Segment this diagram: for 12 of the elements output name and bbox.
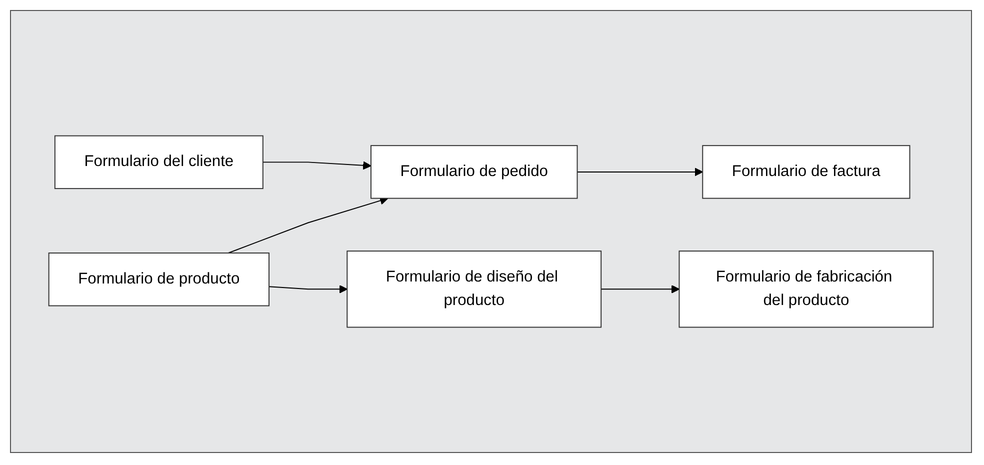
diagram-background: Formulario del cliente Formulario de pedido Formulario de factura Formulario de producto Formulario de diseño del producto Formulario de fabricación del producto bbox=[10, 10, 972, 453]
arrow bbox=[262, 161, 372, 170]
arrow bbox=[576, 168, 704, 176]
node-box bbox=[678, 250, 934, 328]
arrow bbox=[228, 196, 388, 254]
node-box bbox=[48, 252, 270, 306]
arrow bbox=[268, 284, 348, 294]
node-box bbox=[370, 145, 578, 199]
node-box bbox=[346, 250, 602, 328]
node-box bbox=[54, 135, 264, 190]
node-box bbox=[702, 145, 910, 199]
arrow bbox=[600, 284, 680, 294]
